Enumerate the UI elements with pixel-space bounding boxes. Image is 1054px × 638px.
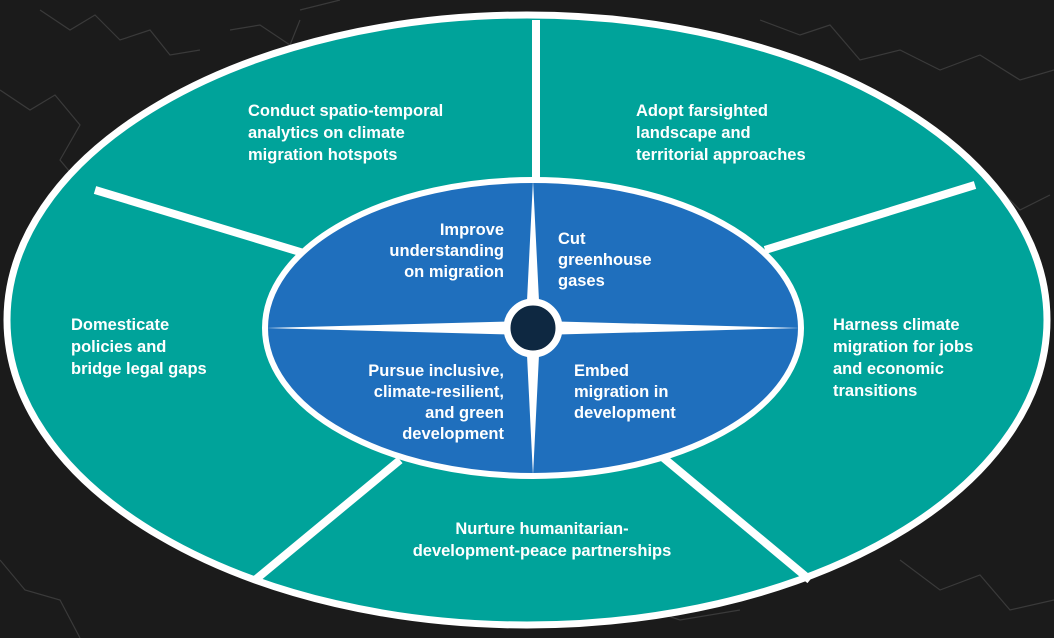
outer-label-right: Harness climate migration for jobs and e… — [833, 316, 974, 400]
center-dot — [503, 298, 563, 358]
inner-label-bottom-right: Embed migration in development — [574, 362, 676, 422]
outer-label-bottom: Nurture humanitarian- development-peace … — [412, 520, 672, 560]
inner-label-top-left: Improve understanding on migration — [389, 221, 504, 281]
inner-label-top-right: Cut greenhouse gases — [558, 230, 652, 290]
outer-label-top-right: Adopt farsighted landscape and territori… — [636, 102, 806, 164]
inner-label-bottom-left: Pursue inclusive, climate-resilient, and… — [368, 362, 504, 443]
outer-label-top-left: Conduct spatio-temporal analytics on cli… — [248, 102, 444, 164]
outer-label-left: Domesticate policies and bridge legal ga… — [71, 316, 207, 378]
